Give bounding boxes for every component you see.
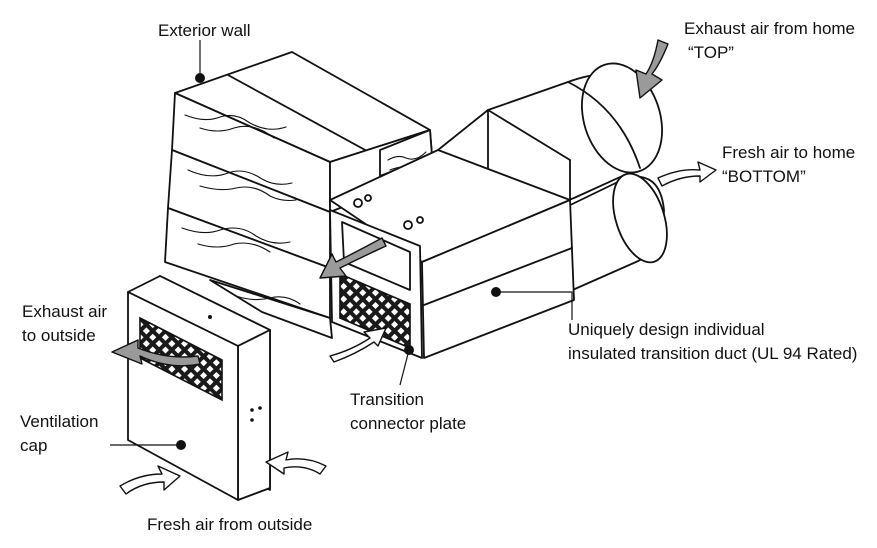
- fresh-duct-arrow: [329, 327, 387, 363]
- label-fresh-to-home-2: “BOTTOM”: [722, 167, 806, 186]
- callout-leaders: [110, 40, 573, 446]
- exhaust-in-arrow: [635, 39, 669, 99]
- fresh-in-left-arrow: [119, 465, 181, 495]
- label-duct-2: insulated transition duct (UL 94 Rated): [568, 344, 857, 363]
- label-exhaust-to-outside-2: to outside: [22, 326, 96, 345]
- label-exhaust-to-outside-1: Exhaust air: [22, 302, 107, 321]
- label-ventilation-cap-2: cap: [20, 436, 47, 455]
- label-exhaust-from-home-1: Exhaust air from home: [684, 19, 855, 38]
- exhaust-duct-arrow: [319, 237, 387, 279]
- ventilation-cap: [127, 275, 271, 501]
- fresh-in-right-arrow: [265, 451, 327, 475]
- exhaust-out-arrow: [111, 339, 201, 367]
- label-exhaust-from-home-2: “TOP”: [688, 43, 734, 62]
- label-connector-1: Transition: [350, 390, 424, 409]
- label-exterior-wall: Exterior wall: [158, 21, 251, 40]
- label-duct-1: Uniquely design individual: [568, 320, 765, 339]
- labels: Exterior wall Exhaust air from home “TOP…: [20, 19, 857, 534]
- label-fresh-to-home-1: Fresh air to home: [722, 143, 855, 162]
- label-fresh-from-outside: Fresh air from outside: [147, 515, 312, 534]
- transition-duct: [329, 62, 668, 359]
- label-ventilation-cap-1: Ventilation: [20, 412, 98, 431]
- fresh-out-arrow: [657, 161, 717, 187]
- label-connector-2: connector plate: [350, 414, 466, 433]
- airflow-arrows: [111, 39, 717, 495]
